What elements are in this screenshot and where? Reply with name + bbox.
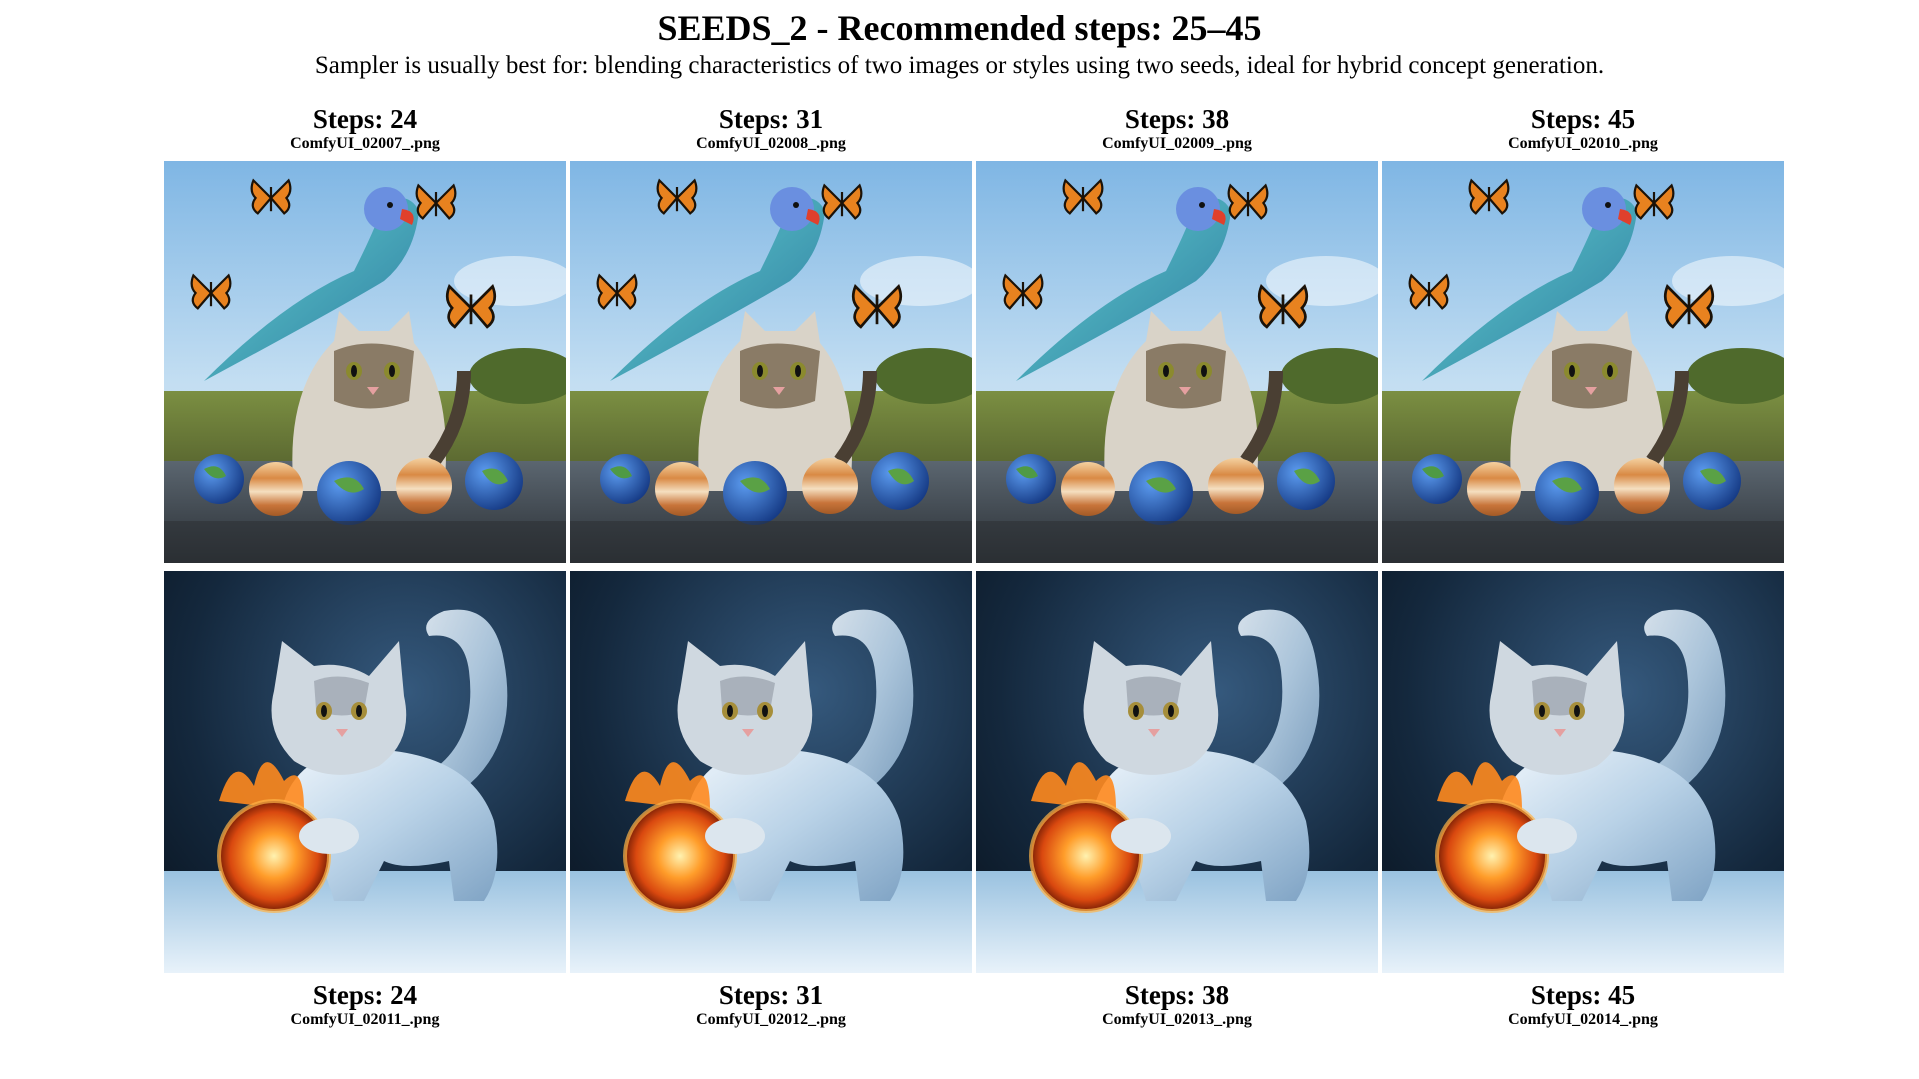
ice-cat-image: [1382, 571, 1784, 973]
filename-label: ComfyUI_02007_.png: [290, 135, 440, 152]
steps-label: Steps: 38: [1124, 980, 1230, 1010]
filename-label: ComfyUI_02009_.png: [1102, 135, 1252, 152]
steps-label: Steps: 45: [1530, 104, 1636, 134]
parrot-cat-image: [976, 161, 1378, 563]
image-tile-bottom-2[interactable]: [570, 571, 972, 973]
filename-label: ComfyUI_02014_.png: [1508, 1011, 1658, 1028]
page-subtitle: Sampler is usually best for: blending ch…: [314, 52, 1605, 79]
parrot-cat-image: [164, 161, 566, 563]
parrot-cat-image: [1382, 161, 1784, 563]
ice-cat-image: [976, 571, 1378, 973]
bottom-label-3: Steps: 38 ComfyUI_02013_.png: [976, 980, 1378, 1030]
steps-label: Steps: 38: [1124, 104, 1230, 134]
filename-label: ComfyUI_02010_.png: [1508, 135, 1658, 152]
ice-cat-image: [570, 571, 972, 973]
steps-label: Steps: 31: [718, 104, 824, 134]
top-label-3: Steps: 38 ComfyUI_02009_.png: [976, 104, 1378, 154]
bottom-label-4: Steps: 45 ComfyUI_02014_.png: [1382, 980, 1784, 1030]
image-tile-bottom-3[interactable]: [976, 571, 1378, 973]
parrot-cat-image: [570, 161, 972, 563]
ice-cat-image: [164, 571, 566, 973]
image-tile-top-2[interactable]: [570, 161, 972, 563]
bottom-label-1: Steps: 24 ComfyUI_02011_.png: [164, 980, 566, 1030]
filename-label: ComfyUI_02012_.png: [696, 1011, 846, 1028]
steps-label: Steps: 45: [1530, 980, 1636, 1010]
steps-label: Steps: 24: [312, 104, 418, 134]
top-label-2: Steps: 31 ComfyUI_02008_.png: [570, 104, 972, 154]
top-label-4: Steps: 45 ComfyUI_02010_.png: [1382, 104, 1784, 154]
image-tile-top-1[interactable]: [164, 161, 566, 563]
top-label-1: Steps: 24 ComfyUI_02007_.png: [164, 104, 566, 154]
bottom-label-2: Steps: 31 ComfyUI_02012_.png: [570, 980, 972, 1030]
image-tile-top-3[interactable]: [976, 161, 1378, 563]
steps-label: Steps: 31: [718, 980, 824, 1010]
image-tile-top-4[interactable]: [1382, 161, 1784, 563]
filename-label: ComfyUI_02013_.png: [1102, 1011, 1252, 1028]
image-tile-bottom-1[interactable]: [164, 571, 566, 973]
image-tile-bottom-4[interactable]: [1382, 571, 1784, 973]
filename-label: ComfyUI_02008_.png: [696, 135, 846, 152]
steps-label: Steps: 24: [312, 980, 418, 1010]
page-title: SEEDS_2 - Recommended steps: 25–45: [657, 8, 1262, 48]
filename-label: ComfyUI_02011_.png: [290, 1011, 440, 1028]
